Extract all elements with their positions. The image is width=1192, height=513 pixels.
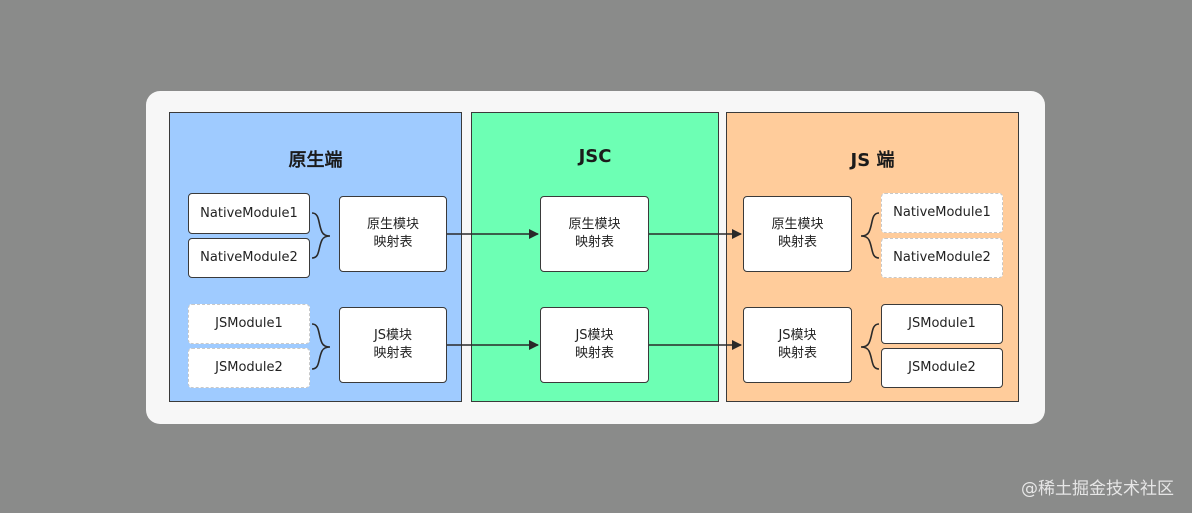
module-label: JSModule1 [908, 316, 976, 331]
table-label-line-2: 映射表 [373, 346, 413, 361]
table-label-line-1: 原生模块 [568, 217, 621, 232]
table-label-line-1: JS模块 [778, 328, 817, 343]
table-label-line-2: 映射表 [777, 346, 817, 361]
native-js-module-table: JS模块 映射表 [339, 307, 447, 383]
module-label: NativeModule2 [893, 250, 991, 265]
native-native-module-1: NativeModule1 [188, 193, 310, 234]
table-label-line-1: JS模块 [373, 328, 413, 343]
module-label: NativeModule1 [893, 205, 991, 220]
jsc-js-module-table: JS模块 映射表 [540, 307, 649, 383]
js-js-module-table: JS模块 映射表 [743, 307, 852, 383]
jsc-panel-title: JSC [578, 146, 612, 167]
js-native-module-1: NativeModule1 [881, 193, 1003, 233]
native-native-module-table: 原生模块 映射表 [339, 196, 447, 272]
native-native-module-2: NativeModule2 [188, 238, 310, 278]
watermark: @稀土掘金技术社区 [1021, 479, 1174, 499]
table-label-line-1: 原生模块 [366, 217, 419, 232]
native-js-module-1: JSModule1 [188, 304, 310, 344]
js-panel-title: JS 端 [850, 150, 895, 171]
jsc-native-module-table: 原生模块 映射表 [540, 196, 649, 272]
table-label-line-1: 原生模块 [771, 217, 824, 232]
native-js-module-2: JSModule2 [188, 348, 310, 388]
module-label: JSModule1 [215, 316, 283, 331]
js-native-module-table: 原生模块 映射表 [743, 196, 852, 272]
table-label-line-2: 映射表 [373, 235, 413, 250]
module-label: JSModule2 [215, 360, 283, 375]
module-label: NativeModule1 [200, 205, 298, 221]
table-label-line-1: JS模块 [575, 328, 614, 343]
module-label: JSModule2 [908, 360, 976, 375]
table-label-line-2: 映射表 [574, 346, 614, 361]
js-native-module-2: NativeModule2 [881, 238, 1003, 278]
module-label: NativeModule2 [200, 250, 298, 265]
native-panel-title: 原生端 [288, 150, 343, 171]
table-label-line-2: 映射表 [777, 235, 817, 250]
js-js-module-2: JSModule2 [881, 348, 1003, 388]
table-label-line-2: 映射表 [574, 235, 614, 250]
js-js-module-1: JSModule1 [881, 304, 1003, 344]
